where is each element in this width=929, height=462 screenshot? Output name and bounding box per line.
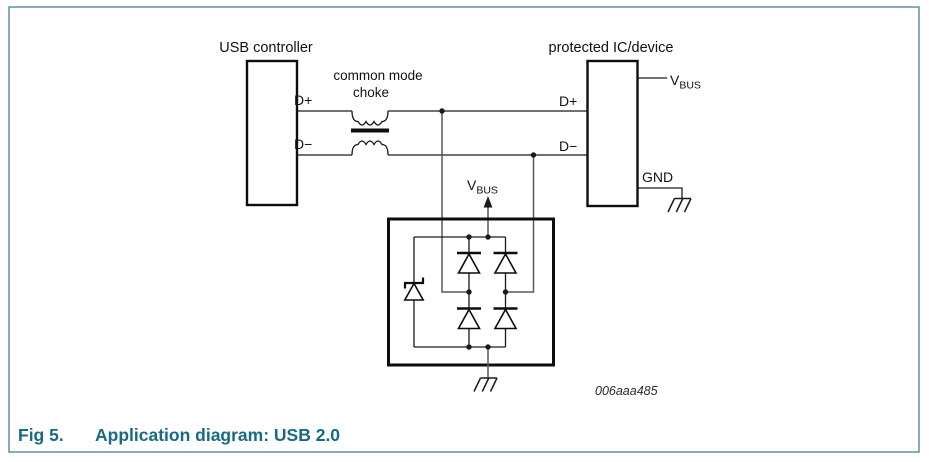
junction-dot bbox=[530, 152, 537, 158]
protected-ic-label: protected IC/device bbox=[549, 40, 674, 56]
choke-winding-bottom bbox=[351, 140, 389, 156]
figure-caption-number: Fig 5. bbox=[18, 425, 64, 445]
diode-bottom-left bbox=[457, 307, 481, 330]
junction-dots bbox=[439, 108, 537, 350]
drawing-id: 006aaa485 bbox=[595, 384, 658, 398]
diode-top-left bbox=[457, 251, 481, 274]
choke-label-line1: common mode bbox=[333, 68, 422, 83]
esd-protection-internals bbox=[403, 236, 518, 348]
usb-controller-box bbox=[245, 59, 299, 207]
d-plus-riser bbox=[441, 111, 469, 293]
gnd-pin-wire bbox=[638, 187, 683, 199]
figure-caption-title: Application diagram: USB 2.0 bbox=[95, 425, 340, 445]
choke-label-line2: choke bbox=[353, 85, 389, 100]
vbus-label-ic-sub: BUS bbox=[679, 80, 701, 92]
ground-symbol-esd bbox=[473, 377, 498, 392]
junction-dot bbox=[502, 289, 509, 295]
vbus-label-ic: VBUS bbox=[670, 72, 701, 92]
zener-anode-triangle bbox=[403, 281, 425, 301]
diode-bottom-right bbox=[493, 307, 518, 330]
d-plus-label-controller: D+ bbox=[294, 92, 312, 108]
vbus-arrow-head bbox=[483, 196, 493, 208]
usb-controller-label: USB controller bbox=[219, 40, 313, 56]
vbus-label-ic-v: V bbox=[670, 72, 680, 88]
d-minus-label-ic: D− bbox=[559, 138, 577, 154]
vbus-label-esd: VBUS bbox=[467, 177, 498, 197]
d-minus-riser bbox=[505, 155, 535, 293]
junction-dot bbox=[485, 344, 491, 350]
junction-dot bbox=[439, 108, 445, 114]
junction-dot bbox=[466, 234, 472, 240]
figure-border bbox=[8, 6, 920, 453]
zener-diode bbox=[403, 277, 425, 301]
d-plus-label-ic: D+ bbox=[559, 93, 577, 109]
diode-top-right bbox=[493, 251, 518, 274]
vbus-label-esd-sub: BUS bbox=[476, 185, 498, 197]
protected-ic-box bbox=[586, 59, 639, 208]
gnd-label: GND bbox=[642, 169, 673, 185]
junction-dot bbox=[466, 344, 472, 350]
ground-symbol-ic bbox=[667, 197, 692, 213]
common-mode-choke bbox=[351, 110, 389, 156]
junction-dot bbox=[485, 234, 491, 240]
junction-dot bbox=[466, 289, 472, 295]
esd-protection-box bbox=[387, 217, 555, 367]
vbus-label-esd-v: V bbox=[467, 177, 477, 193]
d-minus-label-controller: D− bbox=[294, 136, 312, 152]
choke-winding-top bbox=[351, 110, 389, 126]
